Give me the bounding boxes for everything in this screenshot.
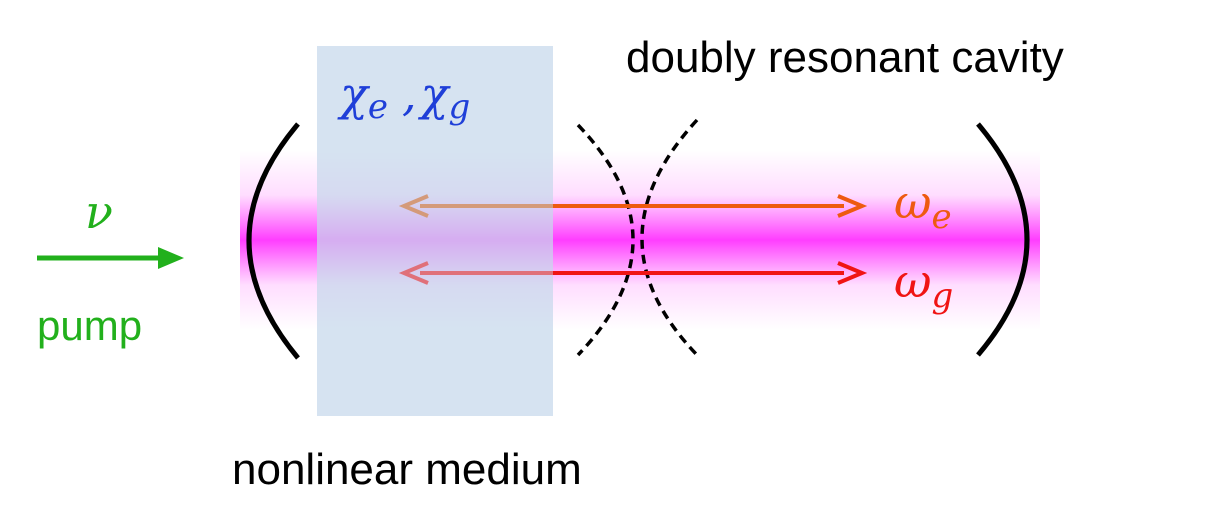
omega-e-arrowhead-left xyxy=(398,194,429,218)
omega-e-arrowhead-right xyxy=(837,194,868,218)
omega-g-arrowhead-right xyxy=(837,261,868,285)
omega-g-symbol: ω xyxy=(894,254,932,308)
pump-nu-label: ν xyxy=(85,185,113,239)
chi-g-sub: g xyxy=(449,87,471,127)
chi-e-symbol: χ xyxy=(337,67,371,121)
nonlinear-medium-block xyxy=(317,46,553,416)
omega-e-sub: e xyxy=(932,197,952,237)
medium-label: nonlinear medium xyxy=(232,445,582,494)
cavity-label: doubly resonant cavity xyxy=(626,33,1064,82)
lens-right-arc xyxy=(640,118,699,357)
left-mirror xyxy=(246,122,300,360)
pump-label: pump xyxy=(37,302,142,349)
pump-arrowhead xyxy=(158,247,184,269)
right-mirror xyxy=(976,122,1030,357)
chi-label: χe,χg xyxy=(337,67,470,127)
omega-g-label: ωg xyxy=(894,254,953,316)
lens-left-arc xyxy=(576,123,635,357)
chi-g-symbol: χ xyxy=(418,67,452,121)
omega-g-sub: g xyxy=(932,276,954,316)
omega-e-label: ωe xyxy=(894,175,952,237)
chi-e-sub: e xyxy=(368,87,388,127)
omega-g-arrowhead-left xyxy=(398,261,429,285)
chi-separator: , xyxy=(402,67,417,121)
omega-e-symbol: ω xyxy=(894,175,932,229)
